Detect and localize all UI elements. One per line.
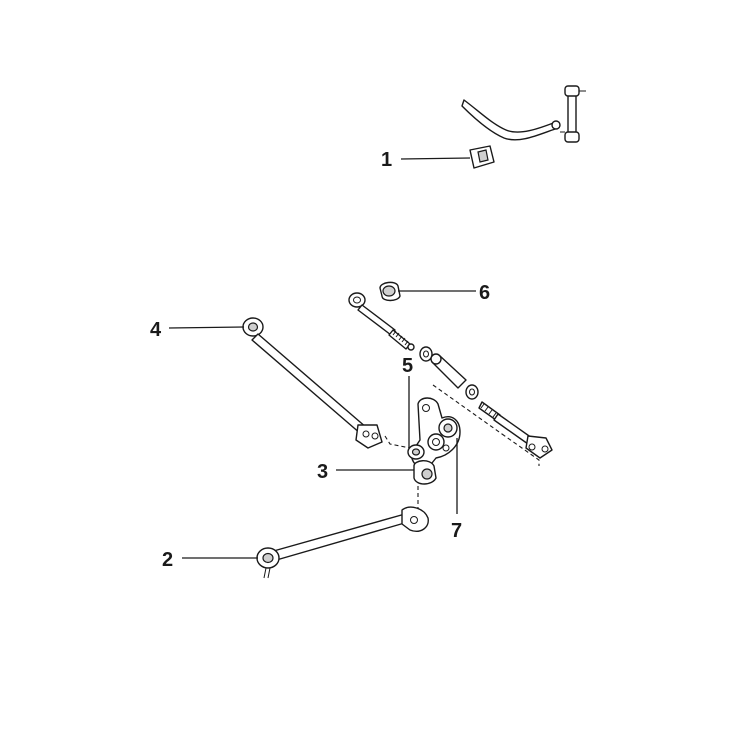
callout-7: 7: [451, 520, 462, 542]
callout-5: 5: [402, 355, 413, 377]
lower-arm-nut: [465, 384, 479, 400]
stabilizer-link: [560, 85, 586, 143]
leader-4: [168, 326, 245, 329]
turnbuckle-sleeve: [430, 353, 467, 389]
stabilizer-bar: [461, 99, 561, 141]
callout-2: 2: [162, 549, 173, 571]
upper-adjusting-arm: [348, 292, 415, 351]
upper-arm-nut: [419, 346, 433, 362]
callout-4: 4: [150, 319, 162, 341]
leader-1: [400, 157, 471, 160]
callout-6: 6: [479, 282, 490, 304]
strut-rod: [242, 317, 383, 449]
rear-adjusting-arm: [478, 401, 553, 459]
lower-control-arm: [256, 506, 429, 579]
arm-bushing: [379, 281, 401, 302]
callout-1: 1: [381, 149, 392, 171]
stabilizer-bushing: [469, 145, 495, 169]
carrier-upper-bushing: [407, 444, 425, 460]
carrier-lower-bushing: [413, 460, 437, 485]
callout-3: 3: [317, 461, 328, 483]
